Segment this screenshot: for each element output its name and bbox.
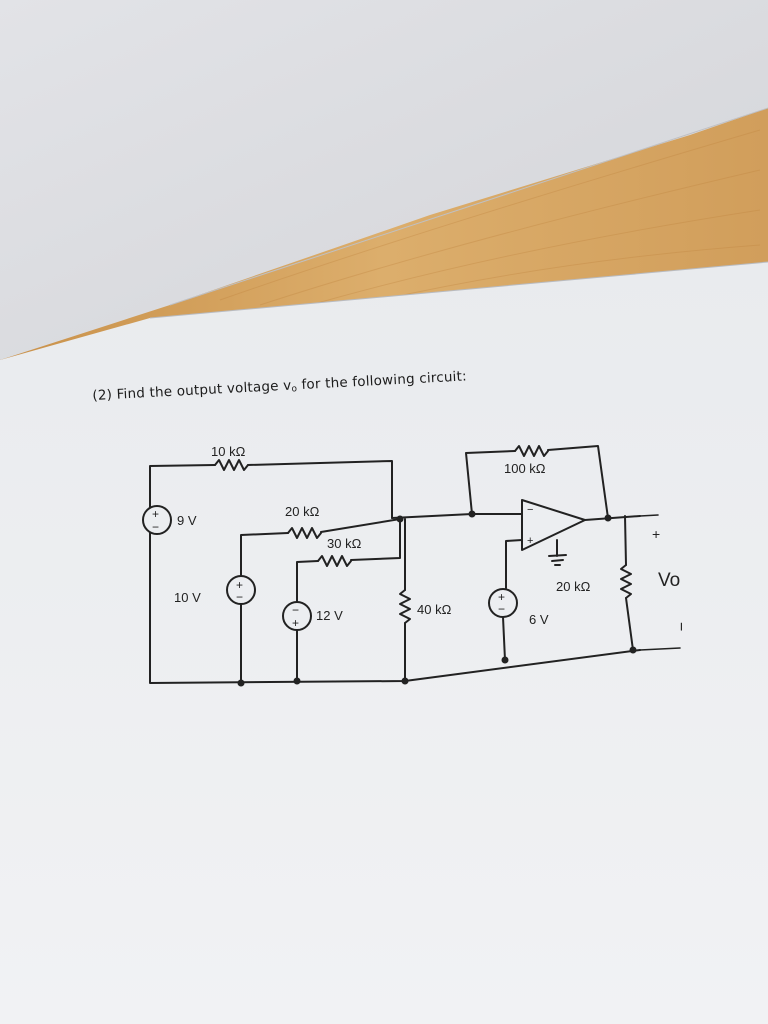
worksheet-paper [0,262,768,1024]
worksheet-edge [149,261,768,319]
plus-sign-10v: + [236,578,243,592]
minus-sign-10v: − [236,590,243,604]
label-load-20k: 20 kΩ [556,579,591,594]
op-amp-noninverting-wire [505,539,523,589]
junction-dot [293,677,301,685]
plus-sign-12v: + [292,616,299,630]
label-30k: 30 kΩ [327,536,362,551]
plus-sign-6v: + [498,590,505,604]
junction-dot [629,646,637,654]
problem-subscript: o [291,384,298,395]
top-wire [149,464,216,510]
wire-load-bottom [625,597,634,651]
label-100k: 100 kΩ [504,461,546,476]
op-amp-minus-input: − [527,504,533,516]
label-40k: 40 kΩ [417,602,452,617]
label-10v: 10 V [174,590,201,605]
output-terminal-bottom [639,647,681,651]
minus-sign-9v: − [152,520,159,534]
problem-number: (2) [92,386,113,404]
resistor-20k [287,527,322,539]
polarity-signs: + − + − − + + − − + + − [152,504,689,631]
circuit-diagram [142,445,681,684]
minus-sign-12v: − [292,603,299,617]
op-amp-output-wire [584,515,641,521]
junction-dot [401,677,409,685]
junction-dot [501,656,509,664]
wire-30k-node [350,518,401,561]
top-paper-edge [169,107,768,306]
component-labels: 10 kΩ 9 V 20 kΩ 30 kΩ 10 V 12 V 40 kΩ 10… [174,444,680,627]
op-amp-plus-input: + [527,535,533,547]
wire-12v-up [296,560,319,603]
label-6v: 6 V [529,612,549,627]
resistor-40k [399,589,411,624]
wire-6v-down [502,616,506,661]
top-paper-sheet [0,0,768,360]
plus-sign-9v: + [152,507,159,521]
left-rail-wire [149,529,641,684]
wire-20k-node [320,518,401,533]
output-terminal-top [639,514,659,517]
junction-dot [468,510,476,518]
resistor-30k [317,555,352,567]
label-9v: 9 V [177,513,197,528]
feedback-wire [465,450,516,515]
wood-grain [219,129,761,309]
junction-dot [237,679,245,687]
label-12v: 12 V [316,608,343,623]
output-minus-sign: − [672,622,689,631]
feedback-wire-right [547,445,609,519]
source-9v-symbol [142,505,172,535]
op-amp-ground [548,539,567,566]
junction-dot [604,514,612,522]
label-10k: 10 kΩ [211,444,246,459]
resistor-100k [514,445,549,457]
label-20k: 20 kΩ [285,504,320,519]
resistor-load-20k [620,564,632,599]
wire-load-top [624,515,627,566]
top-wire-right [247,460,393,519]
wire-10v-up [240,532,289,577]
junction-dot [396,515,404,523]
resistor-10k [214,459,249,471]
minus-sign-6v: − [498,602,505,616]
output-plus-sign: + [652,526,660,542]
label-vo: Vo [658,570,680,591]
op-amp-triangle [521,499,586,551]
junction-dots [237,510,637,687]
